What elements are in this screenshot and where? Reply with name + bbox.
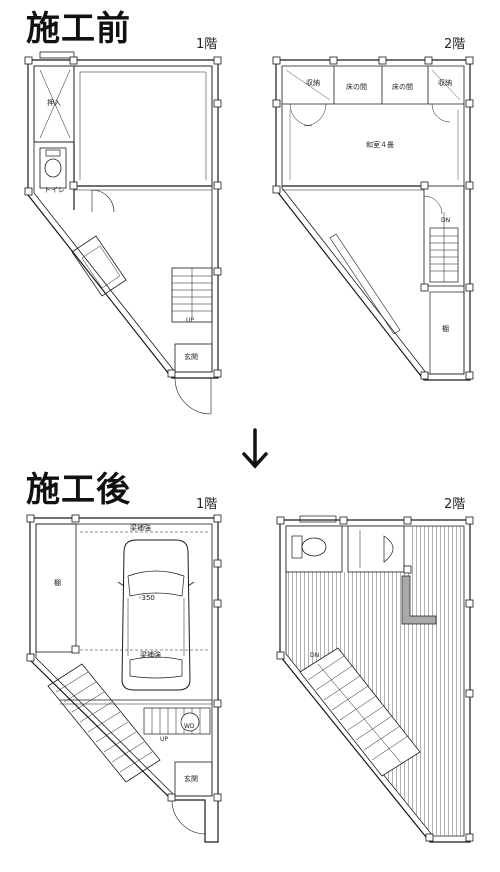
after-1f-stairs-up-label: UP (160, 736, 169, 743)
after-1f-shelf-label: 棚 (54, 579, 61, 587)
after-1f-car-dim-label: -350 (139, 594, 155, 602)
before-first-floor-plan (24, 51, 222, 415)
before-1f-stairs-up-label: UP (186, 317, 195, 324)
before-2f-storage-left-label: 収納 (306, 79, 320, 87)
after-second-floor-plan (276, 515, 474, 843)
after-1f-wd-label: WD (184, 723, 195, 730)
after-1f-entrance-label: 玄関 (184, 775, 198, 783)
after-1f-beam-bottom-label: 梁補強 (140, 651, 161, 659)
before-2f-storage-right-label: 収納 (438, 79, 452, 87)
before-1f-toilet-label: トイレ (44, 186, 65, 194)
after-first-floor-plan (26, 514, 222, 843)
after-2f-stairs-down-label: DN (310, 652, 320, 659)
after-1f-beam-top-label: 梁補強 (130, 524, 151, 532)
before-2f-alcove-right-label: 床の間 (392, 83, 413, 91)
before-heading: 施工前 (26, 9, 131, 49)
before-2f-washitsu-label: 和室４畳 (366, 141, 394, 149)
before-2f-shelf-label: 棚 (442, 325, 449, 333)
before-1f-entrance-label: 玄関 (184, 353, 198, 361)
before-2f-alcove-left-label: 床の間 (346, 83, 367, 91)
before-second-floor-plan (272, 56, 474, 381)
after-second-floor-label: 2階 (444, 497, 466, 512)
before-second-floor-label: 2階 (444, 37, 466, 52)
before-first-floor-label: 1階 (196, 37, 218, 52)
before-2f-stairs-down-label: DN (441, 217, 451, 224)
car-icon (117, 539, 195, 691)
after-first-floor-label: 1階 (196, 497, 218, 512)
before-1f-closet-label: 押入 (47, 99, 61, 107)
after-heading: 施工後 (26, 470, 131, 510)
down-arrow-icon (242, 428, 268, 469)
